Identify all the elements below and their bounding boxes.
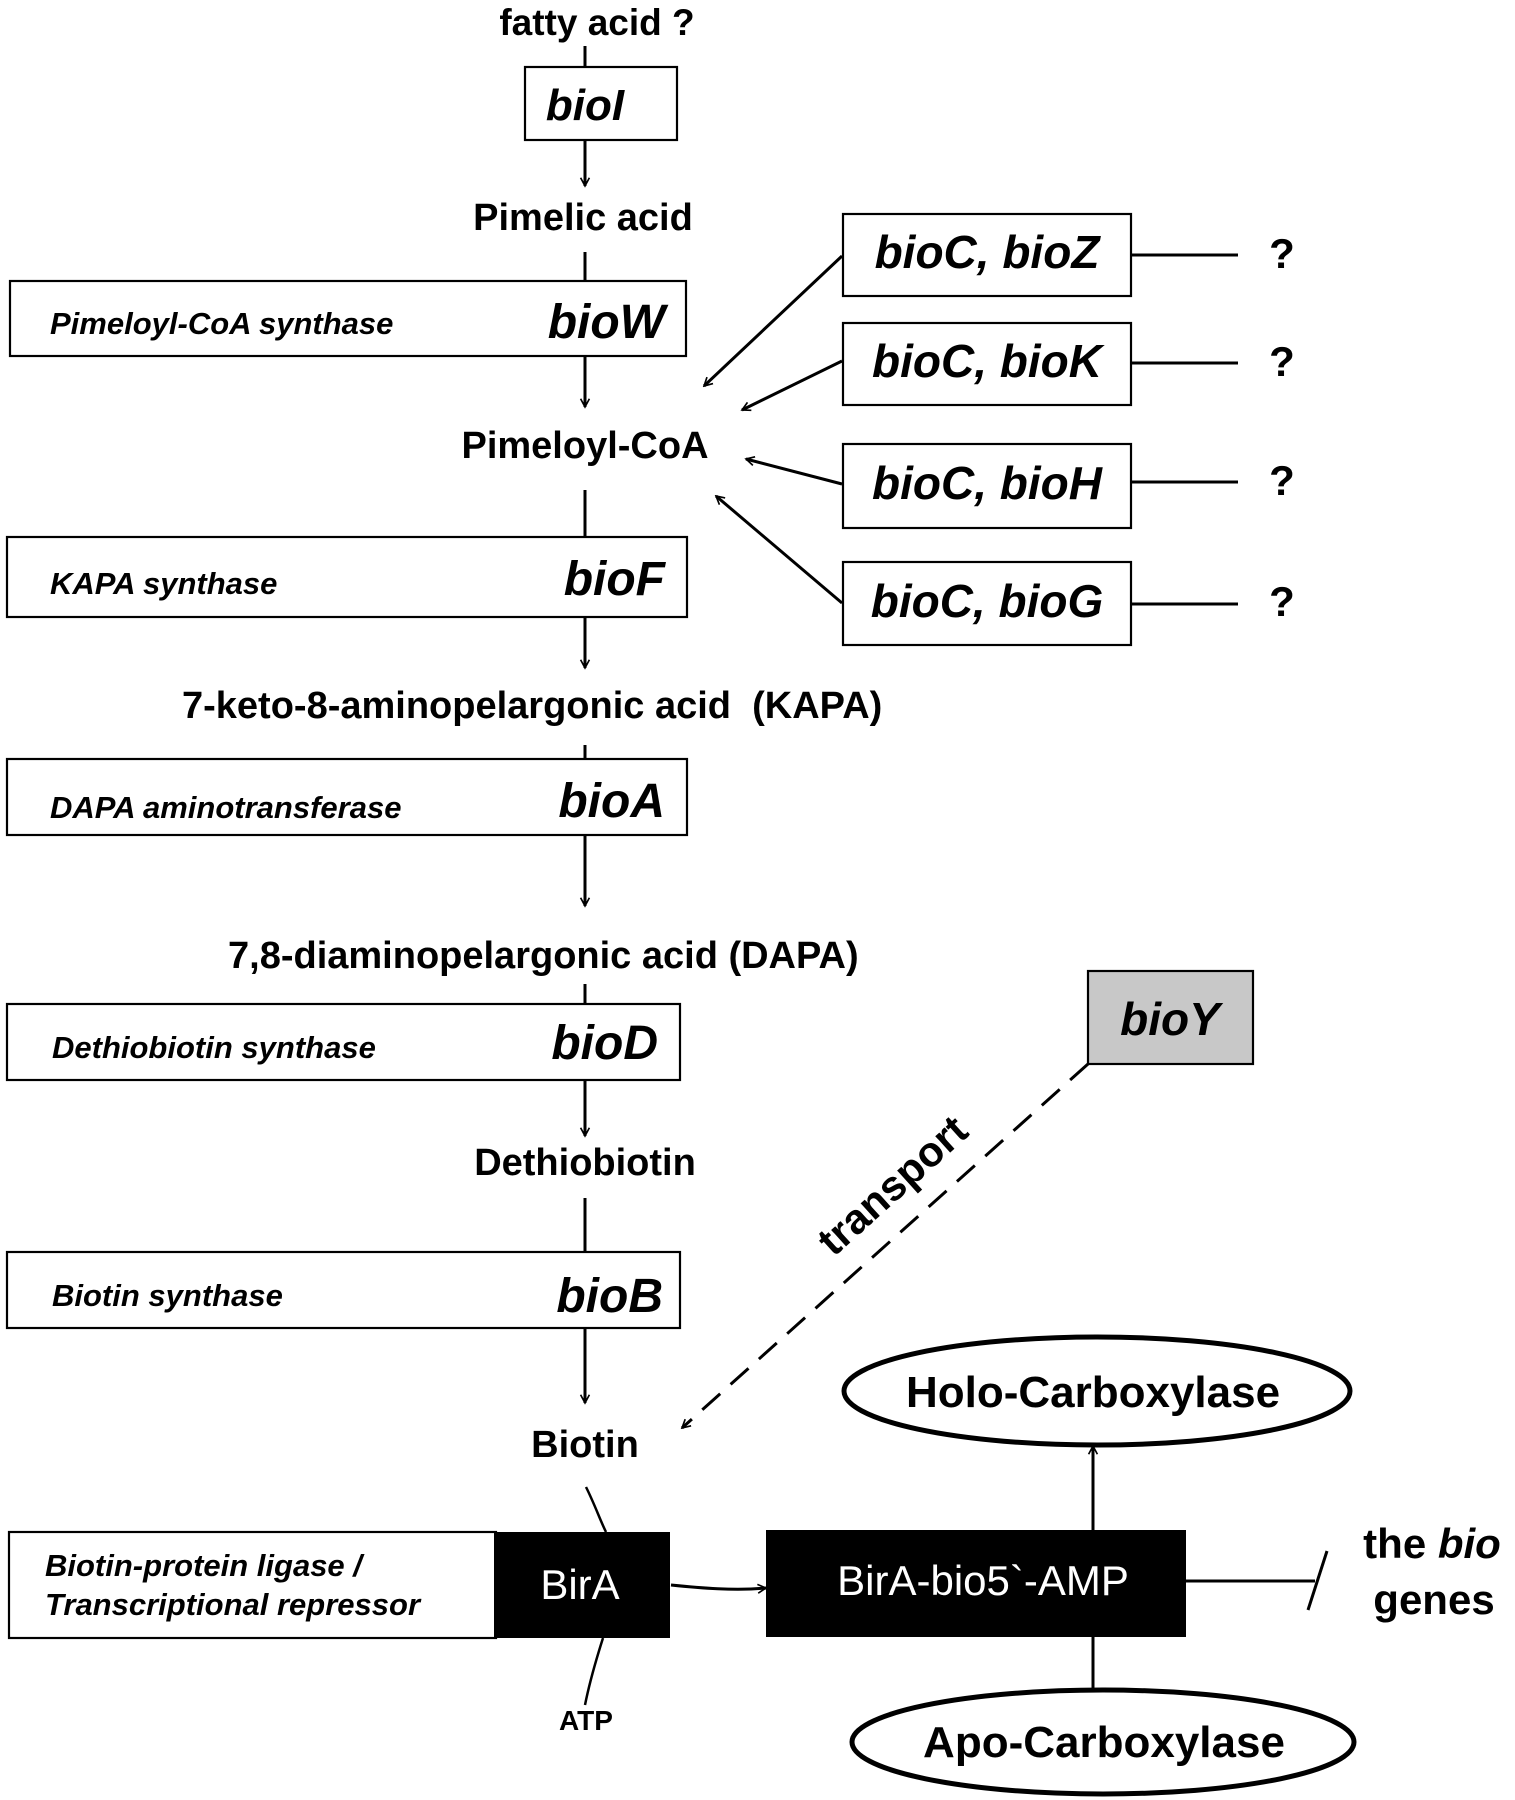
gene-label-bioD: bioD <box>551 1017 658 1070</box>
arrow-bioK-pimeloyl <box>742 359 843 412</box>
holo-carboxylase-label: Holo-Carboxylase <box>906 1368 1280 1417</box>
bira-description-line1: Biotin-protein ligase / <box>45 1548 365 1583</box>
alt-box-bioC-bioZ <box>841 212 1133 298</box>
metabolite-fatty-acid: fatty acid ? <box>499 2 694 43</box>
enzyme-box-bioD <box>5 1002 682 1082</box>
target-genes-prefix: the <box>1363 1520 1438 1567</box>
bira-label: BirA <box>540 1561 619 1608</box>
enzyme-name-bioW: Pimeloyl-CoA synthase <box>50 306 393 341</box>
gene-label-bioI: bioI <box>546 81 625 130</box>
arrow-bira-complex <box>670 1583 766 1589</box>
alt-question-bioK: ? <box>1269 338 1295 385</box>
enzyme-box-bioB <box>5 1250 682 1330</box>
alt-question-bioG: ? <box>1269 578 1295 625</box>
apo-carboxylase-ellipse <box>849 1687 1357 1797</box>
alt-label-bioC-bioH: bioC, bioH <box>872 457 1103 509</box>
gene-label-bioB: bioB <box>556 1270 663 1323</box>
alt-question-bioH: ? <box>1269 457 1295 504</box>
metabolite-pimelic-acid: Pimelic acid <box>473 197 693 239</box>
arrow-bioH-pimeloyl <box>746 459 843 486</box>
metabolite-kapa: 7-keto-8-aminopelargonic acid (KAPA) <box>182 685 882 727</box>
connector-biotin-bira <box>584 1486 608 1533</box>
metabolite-atp: ATP <box>559 1705 613 1736</box>
arrow-bioG-pimeloyl <box>716 494 843 605</box>
enzyme-name-bioF: KAPA synthase <box>50 566 277 601</box>
enzyme-name-bioA: DAPA aminotransferase <box>50 790 401 825</box>
alt-label-bioC-bioK: bioC, bioK <box>872 335 1105 387</box>
alt-box-bioC-bioH <box>841 442 1133 530</box>
repression-bar <box>1306 1550 1329 1611</box>
enzyme-box-bioA <box>5 757 689 837</box>
arrow-bioZ-pimeloyl <box>704 254 844 386</box>
gene-box-bioY <box>1086 969 1255 1066</box>
gene-label-bioA: bioA <box>558 775 665 828</box>
gene-label-bioF: bioF <box>564 553 667 606</box>
metabolite-dapa: 7,8-diaminopelargonic acid (DAPA) <box>228 935 859 977</box>
connector-atp-bira <box>583 1637 605 1706</box>
alt-label-bioC-bioZ: bioC, bioZ <box>875 226 1102 278</box>
target-genes-line2: genes <box>1373 1576 1494 1623</box>
transport-arrow-bioY-biotin <box>682 1062 1090 1428</box>
bira-complex-box <box>766 1530 1186 1637</box>
enzyme-name-bioB: Biotin synthase <box>52 1278 283 1313</box>
gene-box-bioI <box>523 65 679 142</box>
enzyme-box-bioF <box>5 535 689 619</box>
gene-label-bioW: bioW <box>548 296 669 349</box>
gene-label-bioY: bioY <box>1120 993 1224 1045</box>
enzyme-box-bioW <box>8 279 688 358</box>
transport-label: transport <box>808 1106 976 1264</box>
bira-box <box>494 1532 670 1638</box>
metabolite-pimeloyl-coa: Pimeloyl-CoA <box>461 425 708 467</box>
bira-description-line2: Transcriptional repressor <box>45 1587 422 1622</box>
bira-description-box <box>7 1530 498 1640</box>
bira-complex-label: BirA-bio5`-AMP <box>837 1557 1129 1604</box>
enzyme-name-bioD: Dethiobiotin synthase <box>52 1030 376 1065</box>
alt-box-bioC-bioG <box>841 560 1133 647</box>
metabolite-dethiobiotin: Dethiobiotin <box>474 1142 696 1184</box>
metabolite-biotin: Biotin <box>531 1424 639 1466</box>
holo-carboxylase-ellipse <box>841 1334 1353 1448</box>
alt-question-bioZ: ? <box>1269 230 1295 277</box>
target-genes-line1: the bio <box>1363 1520 1501 1567</box>
alt-label-bioC-bioG: bioC, bioG <box>871 575 1104 627</box>
apo-carboxylase-label: Apo-Carboxylase <box>923 1718 1285 1767</box>
target-genes-bio: bio <box>1438 1520 1501 1567</box>
